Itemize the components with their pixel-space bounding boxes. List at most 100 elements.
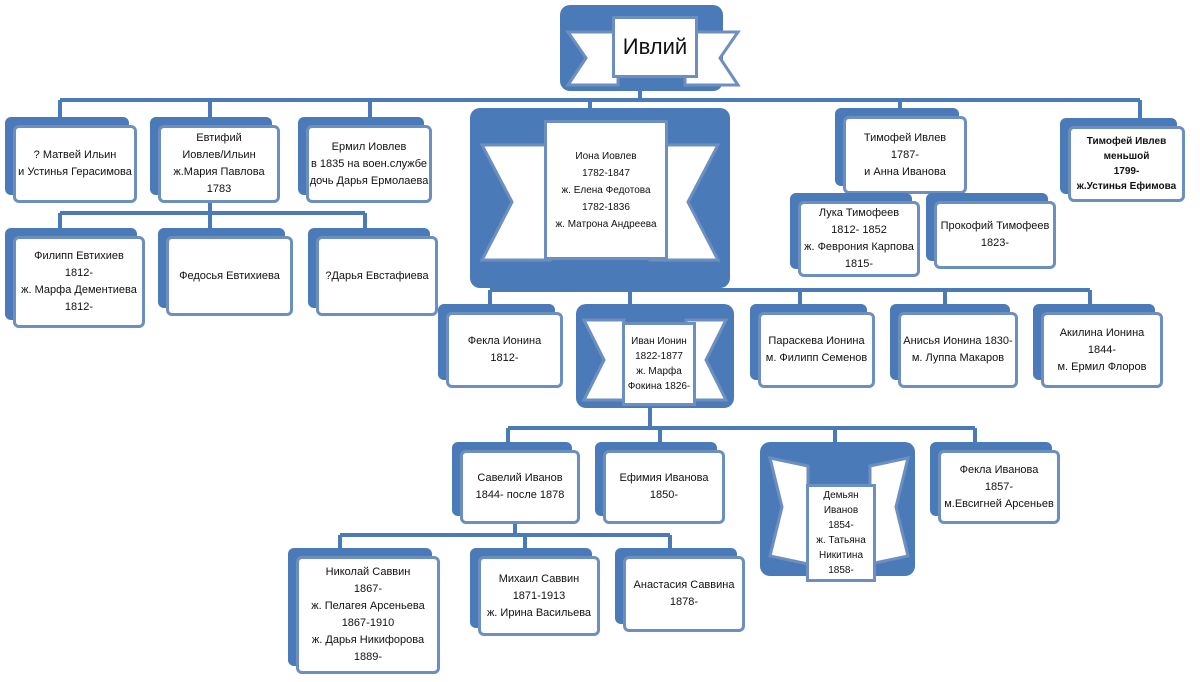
person-matvey: ? Матвей Ильин и Устинья Герасимова <box>13 125 137 203</box>
person-card: Ефимия Иванова 1850- <box>595 442 725 524</box>
person-line: Параскева Ионина <box>768 335 865 347</box>
person-prokofiy: Прокофий Тимофеев 1823- <box>934 201 1056 269</box>
person-card: Тимофей Ивлев 1787- и Анна Иванова <box>835 108 967 194</box>
person-line: м. Ермил Флоров <box>1057 360 1147 373</box>
person-line: Прокофий Тимофеев <box>940 220 1050 232</box>
person-line: ж. Елена Федотова <box>561 184 651 196</box>
person-line: Демьян <box>823 490 859 501</box>
person-efimiya: Ефимия Иванова 1850- <box>603 450 725 524</box>
person-line: 1787- <box>890 148 920 161</box>
person-timofey: Тимофей Ивлев 1787- и Анна Иванова <box>843 116 967 194</box>
person-line: м.Евсигней Арсеньев <box>944 497 1054 510</box>
person-line: Иванов <box>823 505 859 516</box>
person-line: Иван Ионин <box>631 336 687 347</box>
person-card: Анисья Ионина 1830- м. Луппа Макаров <box>890 304 1018 388</box>
person-darya: ?Дарья Евстафиева <box>316 236 438 316</box>
person-anastasiya: Анастасия Саввина 1878- <box>623 556 745 632</box>
person-line: Тимофей Ивлев <box>863 131 947 144</box>
person-card: Фекла Ионина 1812- <box>438 304 563 388</box>
person-line: Савелий Иванов <box>477 472 563 484</box>
person-line: Фокина 1826- <box>627 381 691 392</box>
person-card: Савелий Иванов 1844- после 1878 <box>452 442 580 524</box>
person-fedosya: Федосья Евтихиева <box>166 236 293 316</box>
person-line: Евтифий <box>196 132 242 144</box>
person-mikhail: Михаил Саввин 1871-1913 ж. Ирина Васильева <box>478 556 600 636</box>
person-line: Ефимия Иванова <box>619 472 709 484</box>
person-line: Лука Тимофеев <box>818 207 900 219</box>
person-card: Ермил Иовлев в 1835 на воен.службе дочь Да… <box>298 117 432 203</box>
person-line: 1812- <box>64 301 94 313</box>
person-card: Параскева Ионина м. Филипп Семенов <box>750 304 875 388</box>
person-line: ж. Пелагея Арсеньева <box>311 600 425 612</box>
person-card: Михаил Саввин 1871-1913 ж. Ирина Васильева <box>470 548 600 636</box>
person-line: ж. Татьяна <box>816 535 866 546</box>
person-line: Фекла Ионина <box>467 335 542 347</box>
person-line: 1822-1877 <box>635 351 683 362</box>
person-line: 1878- <box>669 596 699 608</box>
person-line: Ермил Иовлев <box>331 140 407 153</box>
person-anisya: Анисья Ионина 1830- м. Луппа Макаров <box>898 312 1018 388</box>
person-card: ? Матвей Ильин и Устинья Герасимова <box>5 117 137 203</box>
person-line: Федосья Евтихиева <box>179 269 280 282</box>
person-line: Тимофей Ивлев <box>1086 136 1167 147</box>
person-line: Михаил Саввин <box>498 572 580 585</box>
person-line: 1889- <box>353 651 383 663</box>
ivan-ribbon <box>582 318 728 402</box>
person-line: и Устинья Герасимова <box>18 166 132 178</box>
person-saveliy: Савелий Иванов 1844- после 1878 <box>460 450 580 524</box>
person-line: в 1835 на воен.службе <box>310 157 428 170</box>
person-line: ж. Феврония Карпова <box>804 241 914 253</box>
person-line: 1783 <box>206 183 232 195</box>
person-line: ? Матвей Ильин <box>33 149 117 161</box>
person-line: 1850- <box>649 489 679 501</box>
person-line: ж.Мария Павлова <box>173 166 265 178</box>
person-line: 1854- <box>828 520 854 531</box>
person-line: 1782-1847 <box>582 167 630 179</box>
person-line: 1871-1913 <box>512 589 566 602</box>
person-line: 1858- <box>828 565 854 576</box>
person-card: ?Дарья Евстафиева <box>308 228 438 316</box>
person-line: и Анна Иванова <box>864 165 946 178</box>
person-line: Николай Саввин <box>325 566 411 578</box>
person-line: 1844- после 1878 <box>475 489 565 501</box>
root-name: Ивлий <box>622 34 688 59</box>
person-line: м. Луппа Макаров <box>911 352 1005 364</box>
person-line: 1799- <box>1113 166 1140 177</box>
person-line: 1823- <box>980 237 1010 249</box>
person-line: дочь Дарья Ермолаева <box>309 174 429 187</box>
person-line: меньшой <box>1103 151 1150 162</box>
person-line: Филипп Евтихиев <box>34 250 124 262</box>
person-line: Анисья Ионина 1830- <box>903 335 1013 347</box>
person-card: Анастасия Саввина 1878- <box>615 548 745 632</box>
person-line: 1812- <box>490 352 519 364</box>
person-line: Анастасия Саввина <box>633 579 735 591</box>
person-line: ж. Дарья Никифорова <box>311 634 425 646</box>
person-line: 1782-1836 <box>582 201 630 213</box>
person-line: м. Филипп Семенов <box>765 352 868 364</box>
person-line: 1812- <box>64 267 94 279</box>
person-ermil: Ермил Иовлев в 1835 на воен.службе дочь Да… <box>306 125 432 203</box>
person-line: ж. Матрона Андреева <box>555 218 657 230</box>
person-line: Иовлев/Ильин <box>182 149 256 161</box>
person-line: ж. Марфа <box>636 366 682 377</box>
person-line: 1844- <box>1087 343 1117 356</box>
person-line: ж. Ирина Васильева <box>486 606 592 619</box>
person-fekla: Фекла Ионина 1812- <box>446 312 563 388</box>
person-line: 1867-1910 <box>341 617 395 629</box>
